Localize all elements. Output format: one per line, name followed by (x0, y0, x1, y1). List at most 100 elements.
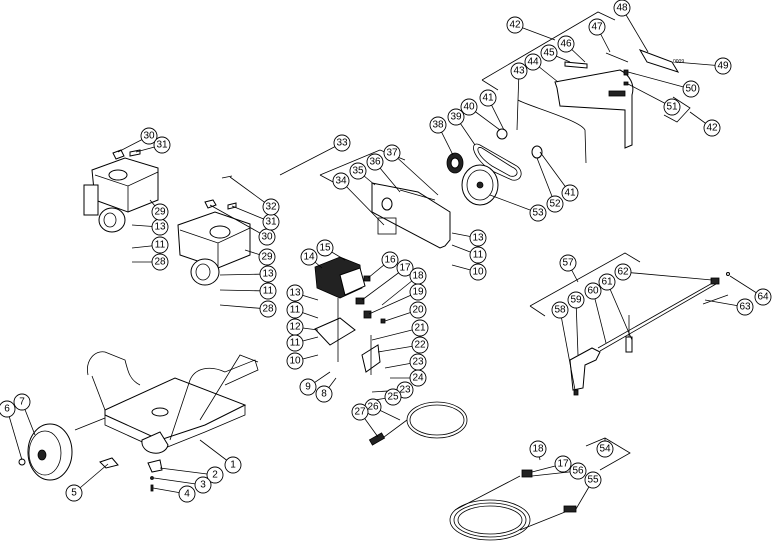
callout-number: 13 (472, 233, 484, 244)
callout-number: 40 (463, 102, 475, 113)
callout-number: 11 (473, 250, 484, 261)
callout-circle (258, 248, 276, 266)
callout-1: 1 (199, 439, 242, 474)
callout-circle (262, 198, 280, 216)
callout-3: 3 (153, 476, 212, 494)
callout-number: 34 (335, 176, 347, 187)
callout-circle (384, 388, 402, 406)
callout-circle (460, 98, 478, 116)
callout-number: 24 (412, 373, 424, 384)
callout-number: 39 (450, 112, 462, 123)
callout-23: 23 (371, 381, 414, 399)
hoses (368, 401, 577, 541)
callout-circle (524, 53, 542, 71)
callout-number: 8 (321, 389, 327, 400)
callout-number: 19 (412, 287, 424, 298)
callout-number: 7 (19, 397, 25, 408)
callout-9: 9 (299, 371, 331, 396)
callout-35: 35 (349, 162, 376, 186)
leader-line (391, 152, 439, 196)
callout-number: 11 (290, 338, 301, 349)
callout-number: 18 (412, 271, 424, 282)
callout-number: 18 (532, 444, 544, 455)
leader-line (159, 467, 216, 476)
callout-number: 29 (154, 207, 166, 218)
callout-circle (315, 385, 333, 403)
callout-circle (351, 403, 369, 421)
callout-number: 1 (230, 460, 236, 471)
callout-41: 41 (479, 89, 505, 131)
callout-circle (316, 239, 334, 257)
callout-circle (567, 291, 585, 309)
callout-circle (588, 18, 606, 36)
callout-44: 44 (524, 53, 559, 83)
callout-number: 45 (543, 48, 555, 59)
callout-circle (151, 236, 169, 254)
callout-circle (151, 203, 169, 221)
callout-number: 26 (367, 402, 379, 413)
callout-7: 7 (13, 393, 36, 436)
callout-19: 19 (368, 283, 427, 315)
leader-line (559, 309, 576, 391)
callout-57: 57 (559, 254, 579, 283)
callout-53: 53 (489, 194, 547, 222)
callout-6: 6 (0, 400, 23, 461)
callout-number: 11 (263, 286, 274, 297)
spray-gun (529, 252, 730, 471)
callout-45: 45 (540, 44, 571, 63)
callout-circle (546, 195, 564, 213)
callout-number: 48 (616, 3, 628, 14)
callout-circle (663, 98, 681, 116)
callout-number: 42 (509, 20, 521, 31)
callout-circle (559, 254, 577, 272)
callout-circle (299, 378, 317, 396)
callout-circle (259, 282, 277, 300)
callout-circle (557, 35, 575, 53)
callout-number: 13 (289, 288, 301, 299)
callout-11: 11 (286, 334, 319, 352)
callout-circle (178, 485, 196, 503)
callout-43: 43 (510, 62, 528, 101)
callout-29: 29 (244, 248, 276, 266)
callout-circle (286, 284, 304, 302)
callout-38: 38 (429, 116, 454, 156)
callout-number: 41 (564, 188, 576, 199)
callout-11: 11 (286, 301, 319, 319)
callout-61: 61 (598, 273, 633, 341)
callout-circle (506, 16, 524, 34)
callout-25: 25 (374, 388, 402, 406)
callout-11: 11 (451, 244, 487, 264)
callout-number: 6 (4, 404, 10, 415)
callout-59: 59 (567, 291, 585, 356)
callout-number: 55 (587, 475, 599, 486)
callout-36: 36 (366, 153, 401, 193)
callout-number: 32 (265, 202, 277, 213)
callout-number: 30 (143, 131, 155, 142)
callout-circle (0, 400, 16, 418)
callout-circle (224, 456, 242, 474)
callout-circle (383, 144, 401, 162)
callout-11: 11 (219, 282, 277, 300)
callout-circle (409, 283, 427, 301)
callout-circle (598, 273, 616, 291)
callout-circle (569, 462, 587, 480)
callout-circle (469, 229, 487, 247)
callout-number: 57 (562, 258, 574, 269)
cart-frame (74, 351, 259, 454)
callout-27: 27 (351, 403, 379, 438)
callout-52: 52 (536, 157, 564, 213)
engine-right (177, 175, 251, 286)
callout-number: 64 (757, 292, 769, 303)
callout-number: 17 (399, 263, 411, 274)
callout-number: 3 (200, 480, 206, 491)
callout-circle (153, 136, 171, 154)
callout-29: 29 (149, 199, 169, 221)
pulley-belt-assembly: 0009 (446, 11, 691, 206)
callout-42: 42 (506, 16, 556, 41)
callout-circle (409, 301, 427, 319)
callout-16: 16 (367, 251, 399, 279)
leader-line (606, 281, 633, 341)
callout-number: 51 (666, 102, 678, 113)
callout-37: 37 (383, 144, 439, 196)
callout-circle (13, 393, 31, 411)
